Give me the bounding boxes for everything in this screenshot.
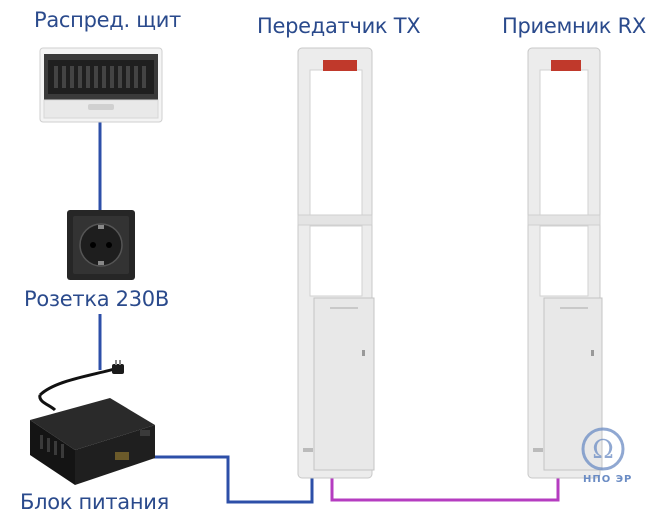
power-supply-image [30,360,155,485]
distribution-panel-image [39,47,163,123]
wall-socket-image [67,210,135,280]
svg-text:Ω: Ω [592,435,614,465]
distribution-panel-label: Распред. щит [34,8,181,32]
power-wire-psu-to-transmitter [150,455,314,504]
socket-label: Розетка 230В [24,287,169,311]
transmitter-antenna-image [297,47,375,479]
transmitter-label: Передатчик TX [257,14,421,38]
signal-wire-tx-to-rx [330,475,560,502]
omega-logo-icon: Ω [581,427,625,471]
power-supply-label: Блок питания [20,490,169,514]
receiver-label: Приемник RX [502,14,646,38]
logo-text: НПО ЭР [583,474,633,485]
receiver-antenna-image [527,47,603,479]
